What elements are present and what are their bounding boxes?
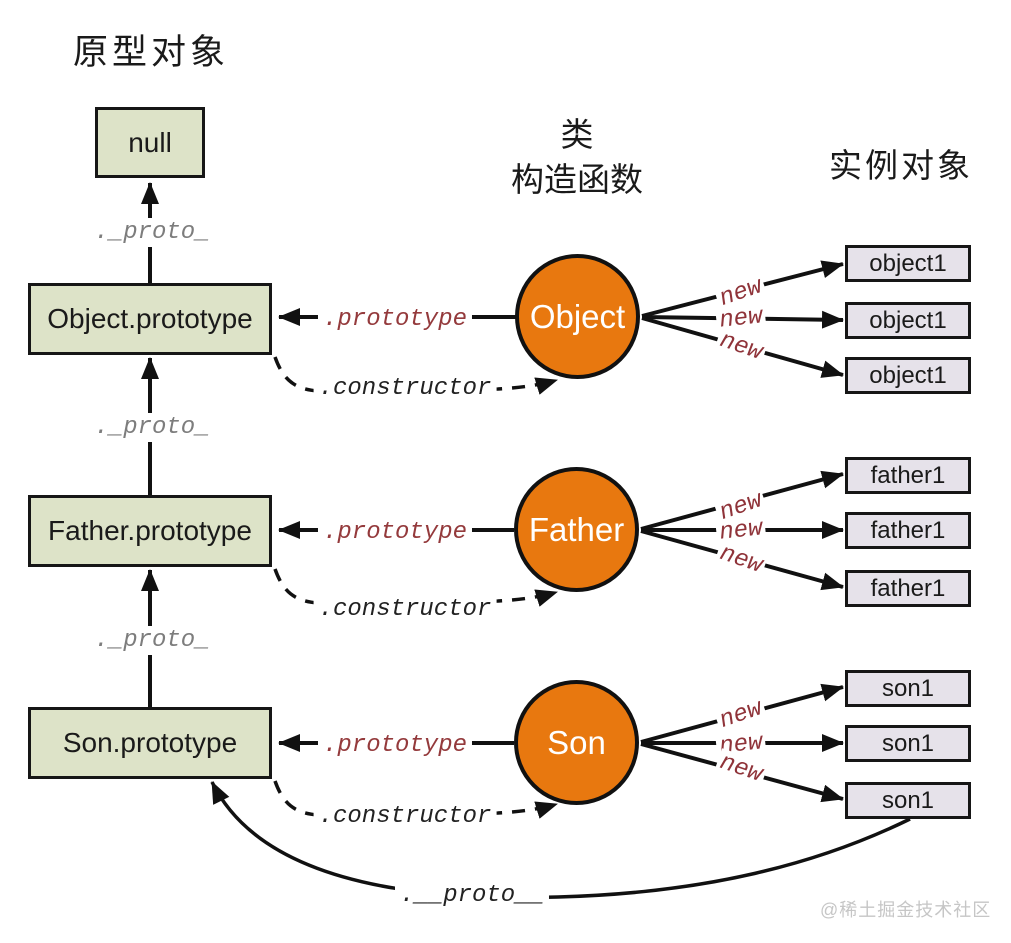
null-box: null: [95, 107, 205, 178]
instance-box-son1-2: son1: [845, 725, 971, 762]
instance-box-object1-2: object1: [845, 302, 971, 339]
instance-box-father1-3: father1: [845, 570, 971, 607]
constructor-label-son: .constructor: [313, 802, 497, 831]
column-header-constructors-line1: 类: [560, 118, 594, 154]
prototype-label-father: .prototype: [317, 518, 473, 547]
column-header-instances: 实例对象: [829, 149, 973, 185]
constructor-label-father: .constructor: [313, 595, 497, 624]
instance-box-son1-3: son1: [845, 782, 971, 819]
proto-label-3: ._proto_: [89, 626, 215, 655]
column-header-prototype-objects: 原型对象: [73, 33, 230, 72]
column-header-constructors: 类 构造函数: [457, 114, 697, 203]
instance-box-son1-1: son1: [845, 670, 971, 707]
constructor-circle-son: Son: [514, 680, 639, 805]
instance-box-father1-2: father1: [845, 512, 971, 549]
instance-box-object1-3: object1: [845, 357, 971, 394]
instance-box-father1-1: father1: [845, 457, 971, 494]
prototype-box-son: Son.prototype: [28, 707, 272, 779]
prototype-box-father: Father.prototype: [28, 495, 272, 567]
watermark: @稀土掘金技术社区: [820, 900, 992, 920]
proto-label-2: ._proto_: [89, 413, 215, 442]
prototype-box-object: Object.prototype: [28, 283, 272, 355]
constructor-circle-father: Father: [514, 467, 639, 592]
prototype-label-object: .prototype: [317, 305, 473, 334]
column-header-constructors-line2: 构造函数: [511, 162, 643, 199]
instance-box-object1-1: object1: [845, 245, 971, 282]
constructor-circle-object: Object: [515, 254, 640, 379]
proto-label-1: ._proto_: [89, 218, 215, 247]
prototype-label-son: .prototype: [317, 731, 473, 760]
dunder-proto-label: .__proto__: [394, 881, 550, 910]
constructor-label-object: .constructor: [313, 374, 497, 403]
